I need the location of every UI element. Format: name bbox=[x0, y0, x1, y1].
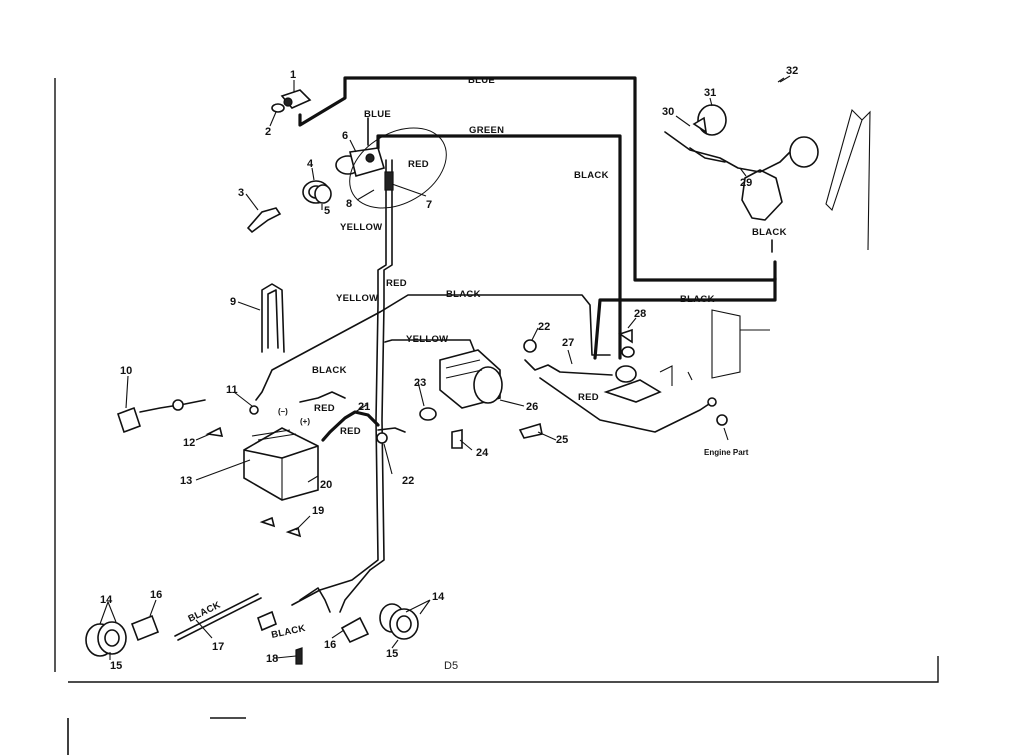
label-red-starter: RED bbox=[578, 392, 599, 403]
part-number-11: 11 bbox=[226, 384, 238, 396]
part-29-30-31-headlights bbox=[692, 104, 819, 168]
label-terminal-negative: (–) bbox=[278, 407, 288, 416]
label-yellow-switch: YELLOW bbox=[340, 222, 382, 233]
wire-black-right bbox=[593, 239, 777, 360]
part-14-15-16-lamp-right bbox=[340, 603, 419, 644]
wire-blue-top bbox=[298, 76, 777, 282]
wire-black-mid bbox=[255, 294, 611, 401]
part-25-clamp bbox=[518, 422, 543, 439]
part-number-9: 9 bbox=[230, 296, 236, 308]
part-number-5: 5 bbox=[324, 205, 330, 217]
wire-red-starter bbox=[524, 359, 713, 433]
label-red-battery-1: RED bbox=[314, 403, 335, 414]
part-number-14-right: 14 bbox=[432, 591, 445, 603]
part-14-15-16-lamp-left bbox=[85, 614, 160, 657]
part-number-13: 13 bbox=[180, 475, 192, 487]
part-number-15-left: 15 bbox=[110, 660, 122, 672]
part-26-starter bbox=[439, 349, 503, 409]
part-number-19: 19 bbox=[312, 505, 324, 517]
part-number-1: 1 bbox=[290, 69, 296, 81]
part-22-terminal bbox=[376, 339, 537, 444]
part-number-10: 10 bbox=[120, 365, 132, 377]
label-black-long: BLACK bbox=[680, 294, 715, 305]
part-number-16-right: 16 bbox=[324, 639, 336, 651]
wire-battery-leads bbox=[299, 391, 406, 442]
label-black-vertical: BLACK bbox=[574, 170, 609, 181]
label-red-mid: RED bbox=[386, 278, 407, 289]
label-blue-switch: BLUE bbox=[364, 109, 391, 120]
part-number-12: 12 bbox=[183, 437, 195, 449]
part-number-28: 28 bbox=[634, 308, 646, 320]
part-number-20: 20 bbox=[320, 479, 332, 491]
part-number-27: 27 bbox=[562, 337, 574, 349]
part-18-connector bbox=[257, 610, 303, 665]
part-27-solenoid bbox=[603, 365, 662, 403]
part-6-ignition-switch bbox=[335, 147, 385, 177]
part-number-4: 4 bbox=[307, 158, 314, 170]
part-numbers: 1 2 3 4 5 6 7 8 9 10 11 12 13 20 19 14 1… bbox=[100, 65, 798, 672]
part-number-15-right: 15 bbox=[386, 648, 398, 660]
page-code: D5 bbox=[444, 660, 458, 672]
part-number-23: 23 bbox=[414, 377, 426, 389]
label-black-battery: BLACK bbox=[312, 365, 347, 376]
label-black-mid: BLACK bbox=[446, 289, 481, 300]
part-engine-housing bbox=[659, 309, 770, 386]
part-28-washer bbox=[618, 328, 635, 358]
page-frame bbox=[54, 78, 939, 755]
label-blue-top: BLUE bbox=[468, 75, 495, 86]
part-number-29: 29 bbox=[740, 177, 752, 189]
part-number-22-top: 22 bbox=[538, 321, 550, 333]
label-yellow-mid: YELLOW bbox=[336, 293, 378, 304]
part-32-hood bbox=[777, 77, 871, 251]
part-11-nut bbox=[249, 405, 259, 415]
part-number-2: 2 bbox=[265, 126, 271, 138]
part-3-key bbox=[246, 207, 282, 234]
part-number-16-left: 16 bbox=[150, 589, 162, 601]
part-12-clip bbox=[205, 426, 224, 437]
label-red-switch: RED bbox=[408, 159, 429, 170]
label-green: GREEN bbox=[469, 125, 504, 136]
part-number-26: 26 bbox=[526, 401, 538, 413]
part-number-31: 31 bbox=[704, 87, 716, 99]
part-number-3: 3 bbox=[238, 187, 244, 199]
callout-ellipse bbox=[349, 127, 447, 209]
leader-lines bbox=[99, 75, 791, 660]
part-number-24: 24 bbox=[476, 447, 489, 459]
part-number-30: 30 bbox=[662, 106, 674, 118]
part-number-7: 7 bbox=[426, 199, 432, 211]
wire-main-harness bbox=[291, 159, 393, 613]
part-24-bolt bbox=[451, 429, 463, 449]
part-number-6: 6 bbox=[342, 130, 348, 142]
part-number-21: 21 bbox=[358, 401, 370, 413]
part-9-bracket bbox=[261, 283, 285, 353]
label-yellow-solenoid: YELLOW bbox=[406, 334, 448, 345]
label-engine-part: Engine Part bbox=[704, 448, 749, 457]
wire-yellow-solenoid bbox=[384, 339, 475, 351]
label-black-harness: BLACK bbox=[270, 623, 306, 641]
label-terminal-positive: (+) bbox=[300, 417, 310, 426]
part-number-25: 25 bbox=[556, 434, 568, 446]
part-number-17: 17 bbox=[212, 641, 224, 653]
part-2-plug bbox=[271, 103, 285, 113]
part-number-8: 8 bbox=[346, 198, 352, 210]
wire-lights-harness bbox=[664, 131, 791, 221]
wire-green bbox=[376, 134, 622, 360]
label-black-lights: BLACK bbox=[752, 227, 787, 238]
part-number-18: 18 bbox=[266, 653, 278, 665]
part-13-20-battery bbox=[243, 427, 319, 501]
part-7-connector bbox=[384, 171, 394, 191]
wire-labels: BLUE BLUE GREEN RED BLACK YELLOW RED YEL… bbox=[186, 75, 786, 672]
part-number-14-left: 14 bbox=[100, 594, 113, 606]
part-1-connector bbox=[280, 89, 312, 109]
part-number-22-bottom: 22 bbox=[402, 475, 414, 487]
part-engine-ground bbox=[707, 397, 728, 426]
part-4-5-bezel bbox=[302, 180, 332, 204]
part-23-washer bbox=[419, 407, 437, 421]
label-red-battery-2: RED bbox=[340, 426, 361, 437]
part-19-hardware bbox=[259, 516, 302, 538]
part-number-32: 32 bbox=[786, 65, 798, 77]
wire-17 bbox=[174, 593, 262, 641]
part-10-relay bbox=[116, 399, 206, 434]
